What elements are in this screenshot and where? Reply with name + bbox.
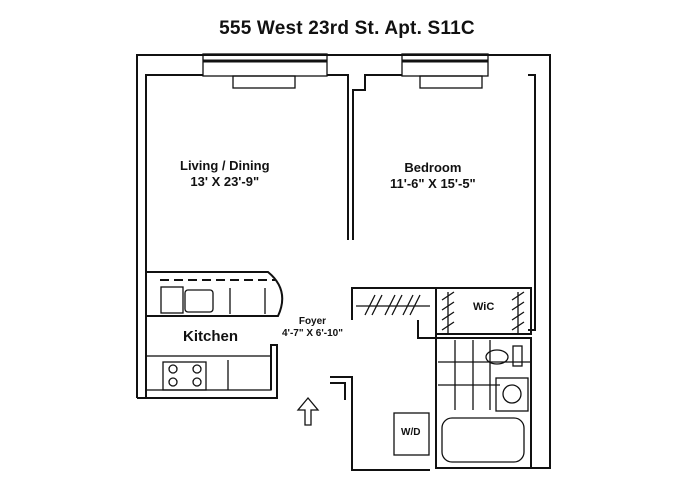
entry-arrow-icon <box>296 396 320 426</box>
window-living <box>202 53 328 89</box>
living-dining-label: Living / Dining 13' X 23'-9" <box>180 158 270 190</box>
window-bedroom <box>401 53 489 89</box>
sink <box>184 289 214 313</box>
room-dims: 4'-7" X 6'-10" <box>282 328 343 339</box>
wd-label: W/D <box>401 427 421 438</box>
room-name: Foyer <box>298 316 327 327</box>
kitchen-label: Kitchen <box>183 328 239 345</box>
stove <box>162 361 207 391</box>
kitchen-lower-counter <box>145 355 272 391</box>
kitchen-upper-counter <box>146 271 284 317</box>
closet <box>351 287 437 339</box>
plan-title: 555 West 23rd St. Apt. S11C <box>219 18 475 39</box>
bath-sink <box>495 377 529 412</box>
toilet <box>485 349 509 365</box>
room-name: Living / Dining <box>180 158 270 173</box>
room-dims: 13' X 23'-9" <box>190 174 260 189</box>
room-dims: 11'-6" X 15'-5" <box>390 176 476 191</box>
wic-label: WiC <box>473 301 495 313</box>
exterior-walls <box>136 54 551 471</box>
foyer-label: Foyer 4'-7" X 6'-10" <box>282 316 343 340</box>
bathroom <box>435 337 532 469</box>
room-name: Bedroom <box>404 160 462 175</box>
washer-dryer <box>393 412 430 456</box>
bathtub <box>441 417 525 463</box>
walk-in-closet <box>435 287 532 335</box>
bedroom-label: Bedroom 11'-6" X 15'-5" <box>390 160 476 192</box>
